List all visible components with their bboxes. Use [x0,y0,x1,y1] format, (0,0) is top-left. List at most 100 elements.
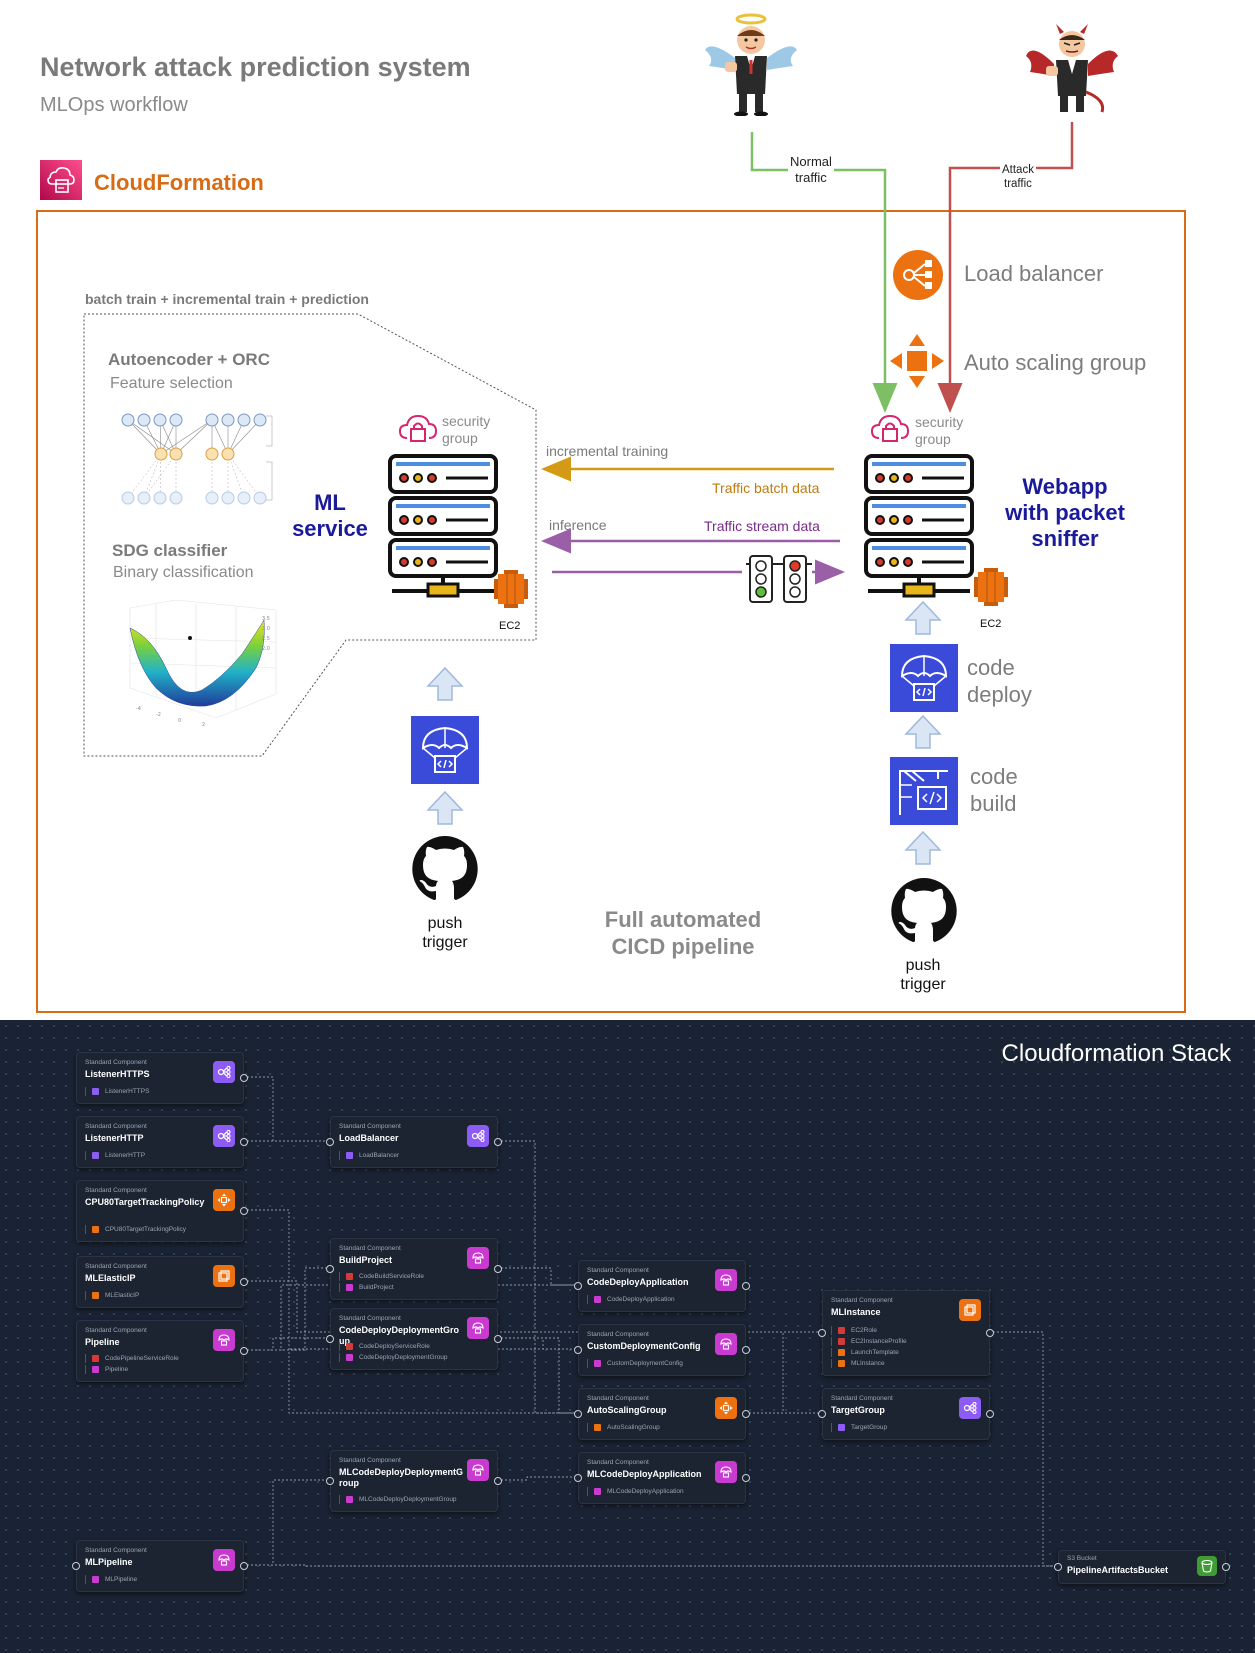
resource-divider [85,1151,86,1160]
autoencoder-title: Autoencoder + ORC [108,350,270,369]
resource-name: EC2InstanceProfile [851,1338,907,1345]
output-port[interactable] [494,1477,502,1485]
output-port[interactable] [494,1265,502,1273]
github-icon [891,878,957,942]
output-port[interactable] [742,1410,750,1418]
input-port[interactable] [326,1138,334,1146]
output-port[interactable] [986,1329,994,1337]
autoencoder-network-icon [121,413,273,505]
dependency-link [745,1331,820,1414]
input-port[interactable] [326,1477,334,1485]
s3-service-icon [1197,1556,1217,1576]
attack-traffic-label: Attack traffic [1000,163,1036,191]
svg-text:2: 2 [202,722,205,728]
ml-panel-heading: batch train + incremental train + predic… [85,291,369,307]
ml-service-label: ML service [292,490,368,541]
input-port[interactable] [574,1474,582,1482]
component-type-label: Standard Component [587,1331,649,1338]
security-group-right-label: security group [915,414,964,447]
dependency-link [989,1331,1056,1567]
input-port[interactable] [72,1562,80,1570]
input-port[interactable] [574,1346,582,1354]
output-port[interactable] [240,1138,248,1146]
asg-resource-icon [838,1349,845,1356]
component-resource-item: ListenerHTTP [85,1150,145,1161]
component-type-label: Standard Component [587,1395,649,1402]
lb-service-icon [213,1061,235,1083]
component-type-label: Standard Component [339,1315,401,1322]
page-subtitle: MLOps workflow [40,94,188,116]
dependency-link [243,1564,1056,1567]
svg-text:-4: -4 [136,706,141,712]
resource-name: Pipeline [105,1366,129,1373]
output-port[interactable] [742,1474,750,1482]
input-port[interactable] [818,1329,826,1337]
webapp-label: Webapp with packet sniffer [1005,474,1125,551]
lb-service-icon [959,1397,981,1419]
resource-divider [85,1365,86,1374]
output-port[interactable] [240,1347,248,1355]
output-port[interactable] [742,1346,750,1354]
role-resource-icon [92,1355,99,1362]
component-resource-item: CodeBuildServiceRole [339,1271,424,1282]
component-name: MLElasticIP [85,1273,136,1283]
input-port[interactable] [574,1282,582,1290]
output-port[interactable] [240,1562,248,1570]
component-resource-item: BuildProject [339,1282,424,1293]
component-resources: MLCodeDeployApplication [587,1486,684,1497]
component-resource-item: MLCodeDeployApplication [587,1486,684,1497]
output-port[interactable] [494,1138,502,1146]
asg-resource-icon [92,1292,99,1299]
component-resource-item: ListenerHTTPS [85,1086,149,1097]
normal-traffic-label: Normal traffic [788,154,834,186]
output-port[interactable] [240,1207,248,1215]
role-resource-icon [346,1343,353,1350]
surface-plot-icon: 3.53.02.52.0 -4-202 [129,599,277,728]
input-port[interactable] [1054,1563,1062,1571]
input-port[interactable] [574,1410,582,1418]
output-port[interactable] [1222,1563,1230,1571]
input-port[interactable] [326,1335,334,1343]
output-port[interactable] [494,1335,502,1343]
pipe-resource-icon [346,1496,353,1503]
resource-divider [339,1151,340,1160]
pipe-resource-icon [346,1354,353,1361]
component-resource-item: MLElasticIP [85,1290,139,1301]
svg-text:-2: -2 [156,712,161,718]
output-port[interactable] [742,1282,750,1290]
output-port[interactable] [986,1410,994,1418]
component-resource-item: CodeDeployServiceRole [339,1341,448,1352]
component-name: MLPipeline [85,1557,133,1567]
resource-name: CodeDeployApplication [607,1296,675,1303]
output-port[interactable] [240,1074,248,1082]
cicd-label: Full automated CICD pipeline [604,907,762,959]
code-deploy-icon [890,644,958,712]
input-port[interactable] [818,1410,826,1418]
resource-name: AutoScalingGroup [607,1424,660,1431]
webapp-server-icon [864,454,974,598]
resource-name: TargetGroup [851,1424,888,1431]
output-port[interactable] [240,1278,248,1286]
resource-name: MLPipeline [105,1576,138,1583]
resource-name: MLElasticIP [105,1292,140,1299]
input-port[interactable] [326,1265,334,1273]
component-resources: MLCodeDeployDeploymentGroup [339,1494,457,1505]
